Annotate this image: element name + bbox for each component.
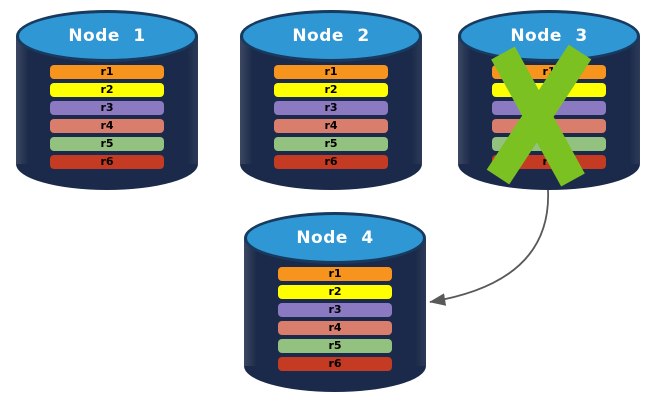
node-3: Node 3 r1 r2 r3 r4 r5 r6	[458, 10, 640, 190]
record-list: r1 r2 r3 r4 r5 r6	[50, 65, 164, 173]
node-4: Node 4 r1 r2 r3 r4 r5 r6	[244, 212, 426, 392]
record-bar: r2	[278, 285, 392, 299]
node-label: Node 2	[292, 26, 370, 46]
record-bar: r6	[274, 155, 388, 169]
node-label: Node 4	[296, 228, 374, 248]
record-bar: r5	[278, 339, 392, 353]
record-bar: r2	[50, 83, 164, 97]
record-bar: r2	[274, 83, 388, 97]
node-1: Node 1 r1 r2 r3 r4 r5 r6	[16, 10, 198, 190]
failure-x-icon	[486, 44, 592, 187]
record-list: r1 r2 r3 r4 r5 r6	[274, 65, 388, 173]
record-bar: r6	[278, 357, 392, 371]
record-bar: r1	[274, 65, 388, 79]
record-bar: r4	[50, 119, 164, 133]
record-bar: r1	[278, 267, 392, 281]
cylinder-top: Node 3	[458, 10, 640, 62]
cylinder-top: Node 2	[240, 10, 422, 62]
record-bar: r6	[50, 155, 164, 169]
cylinder-top: Node 1	[16, 10, 198, 62]
record-bar: r5	[274, 137, 388, 151]
record-bar: r3	[274, 101, 388, 115]
record-bar: r4	[278, 321, 392, 335]
node-label: Node 1	[68, 26, 146, 46]
record-bar: r3	[50, 101, 164, 115]
record-bar: r3	[278, 303, 392, 317]
record-bar: r5	[50, 137, 164, 151]
record-bar: r4	[274, 119, 388, 133]
node-label: Node 3	[510, 26, 588, 46]
record-list: r1 r2 r3 r4 r5 r6	[278, 267, 392, 375]
record-bar: r1	[50, 65, 164, 79]
cylinder-top: Node 4	[244, 212, 426, 264]
node-2: Node 2 r1 r2 r3 r4 r5 r6	[240, 10, 422, 190]
